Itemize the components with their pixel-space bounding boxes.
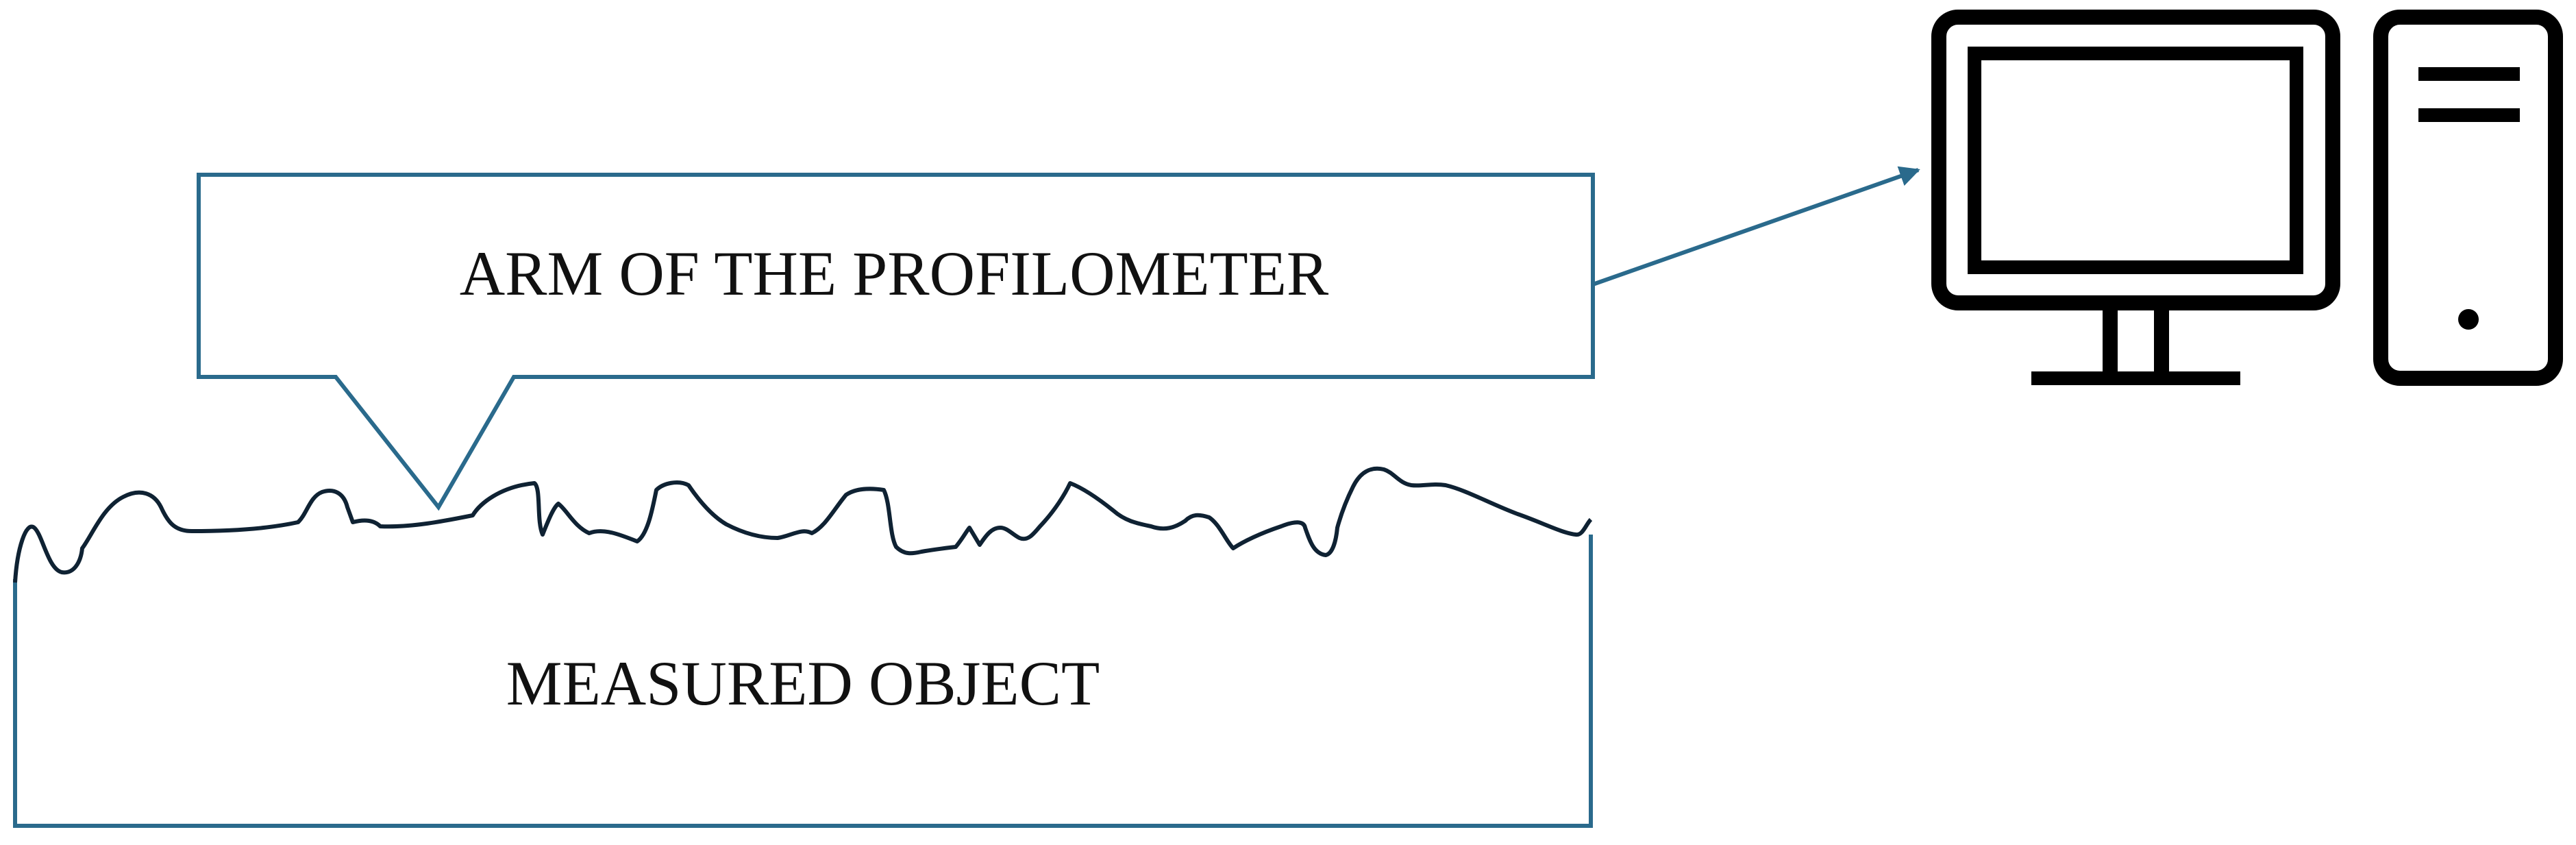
tower-power-dot — [2458, 309, 2479, 330]
object-label: MEASURED OBJECT — [506, 648, 1100, 718]
profilometer-arm: ARM OF THE PROFILOMETER — [197, 173, 1595, 511]
computer-tower-icon — [2373, 10, 2563, 386]
arrow-icon — [1592, 166, 1920, 286]
tower-case — [2373, 10, 2563, 386]
monitor-frame — [1931, 10, 2340, 310]
measured-object: MEASURED OBJECT — [13, 466, 1593, 828]
computer-monitor-icon — [1931, 10, 2340, 385]
monitor-screen — [1968, 47, 2303, 274]
arm-label: ARM OF THE PROFILOMETER — [460, 238, 1329, 308]
object-outline — [13, 535, 1593, 828]
arm-outline — [197, 173, 1595, 511]
rough-surface-profile — [13, 466, 1593, 583]
